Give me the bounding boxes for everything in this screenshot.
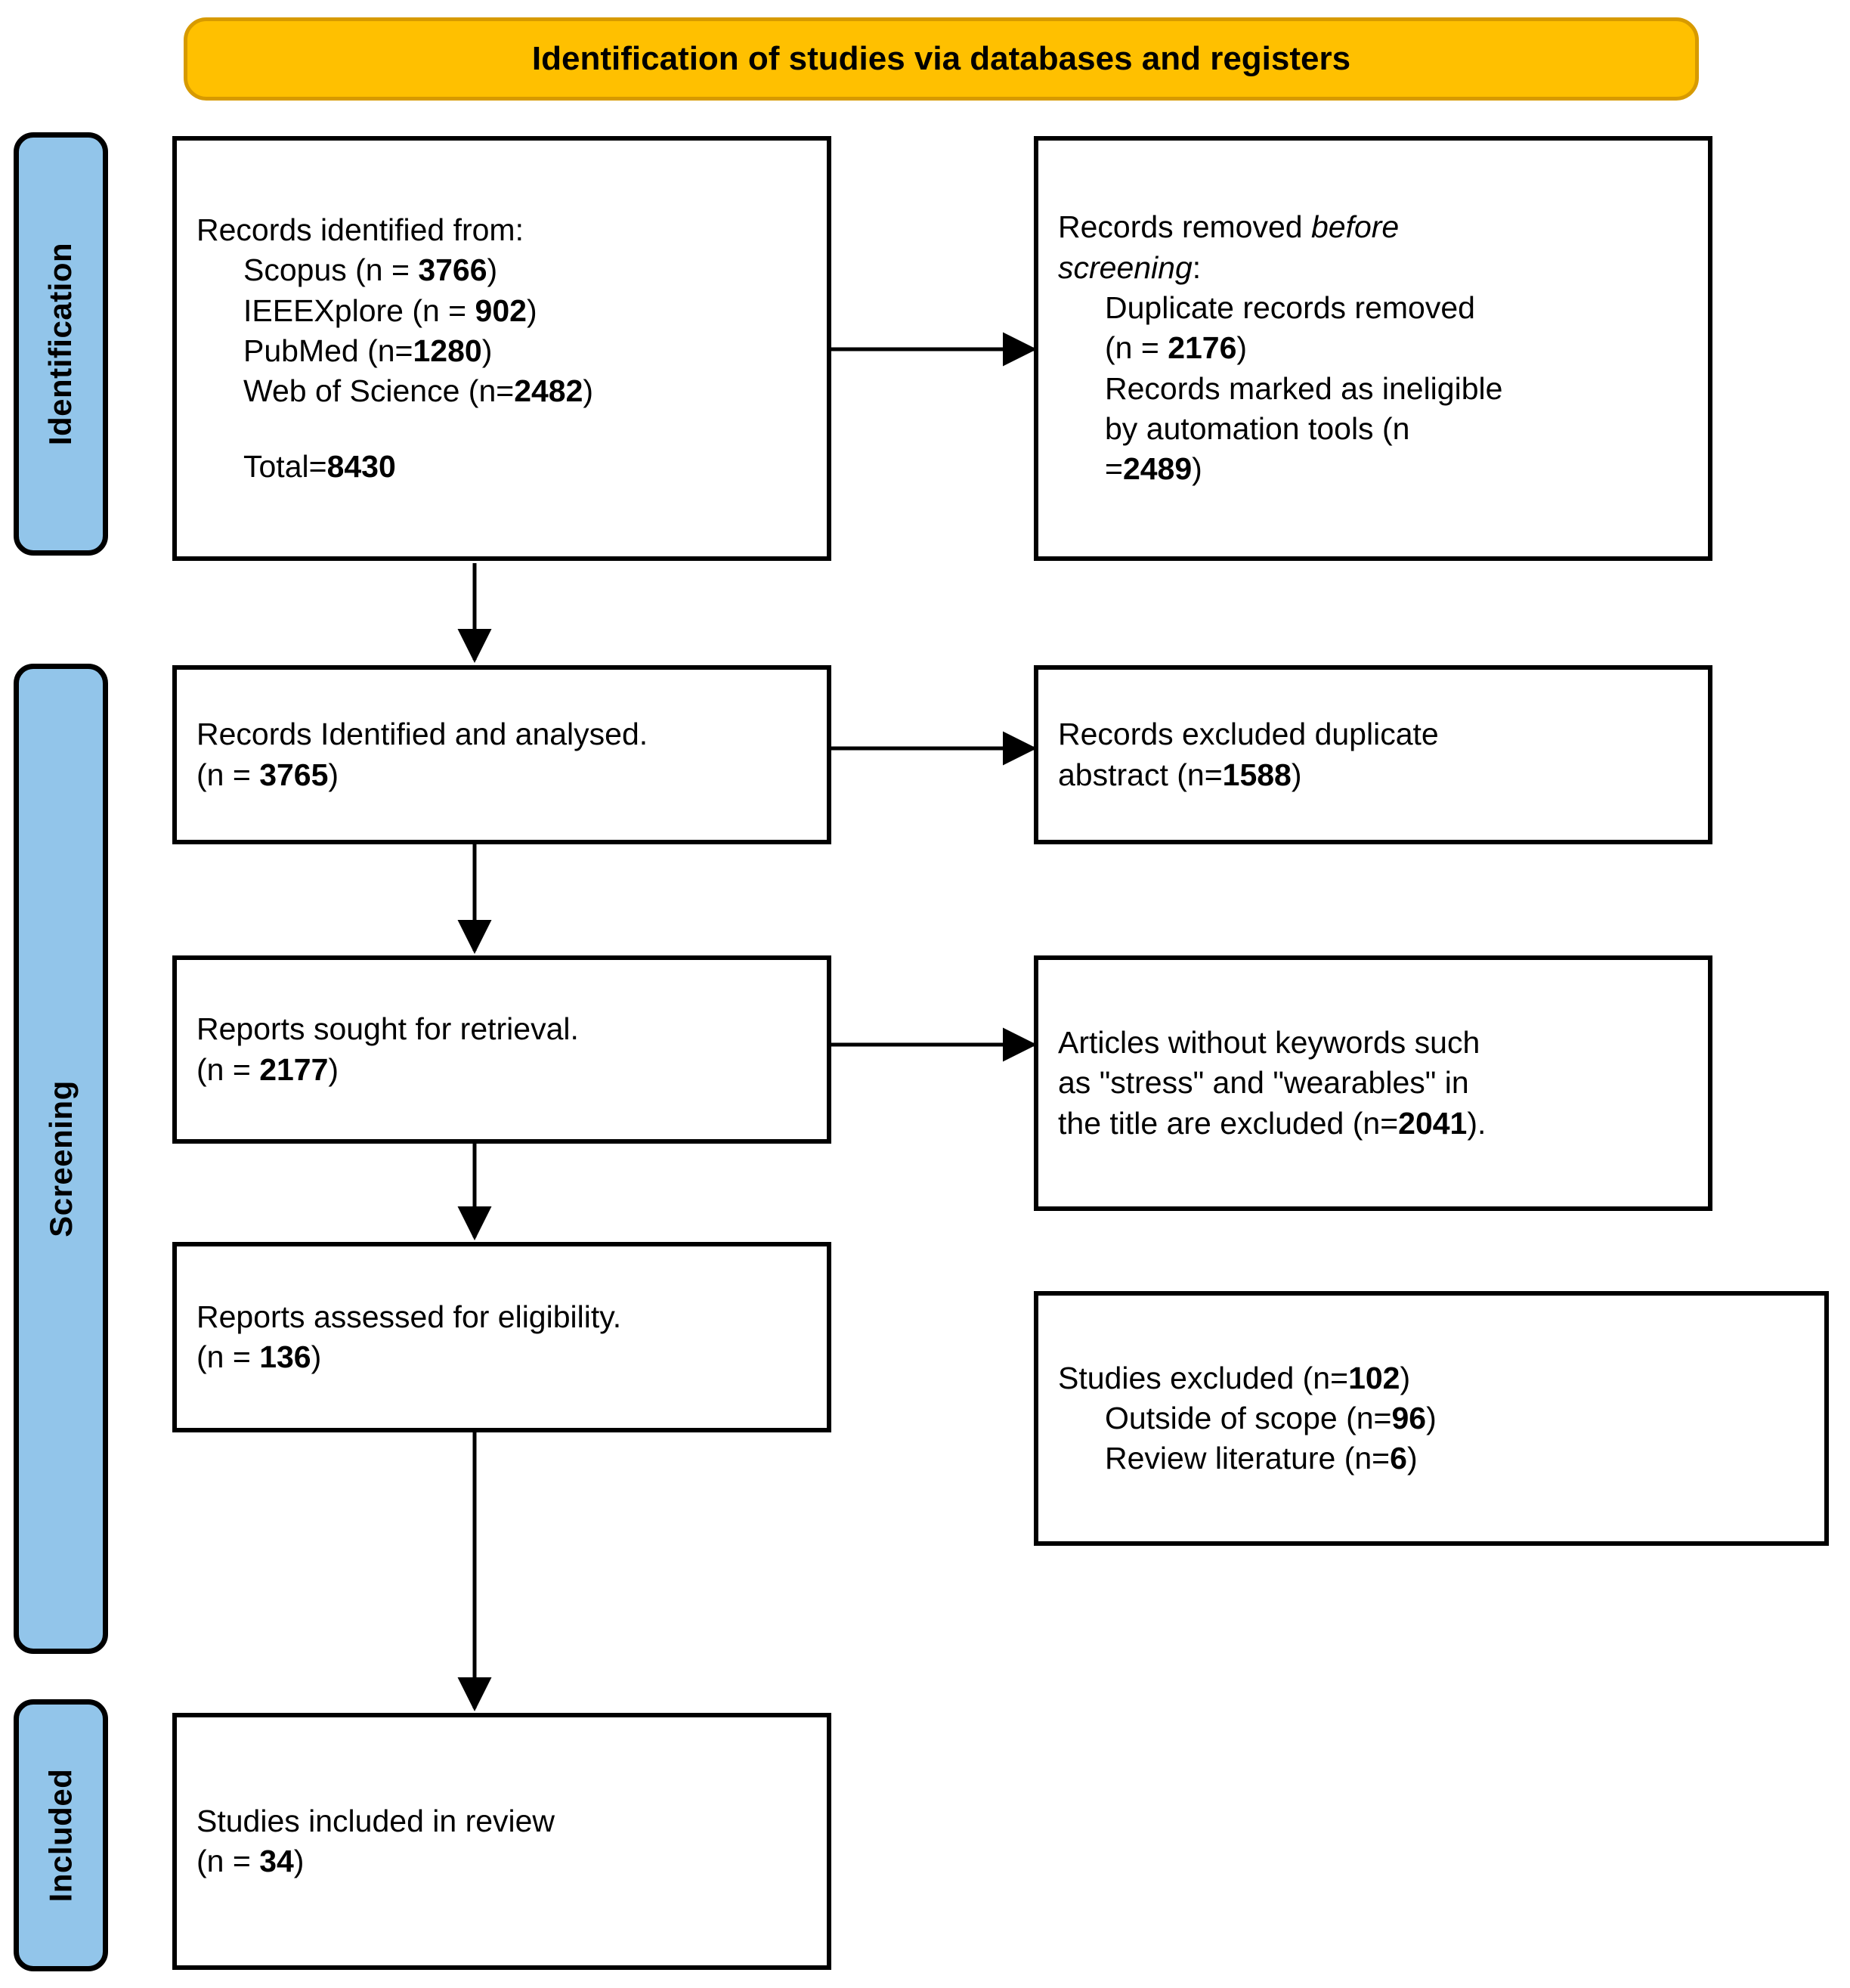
stage-band-included: Included [14, 1699, 108, 1971]
flow-line: Records marked as ineligible [1105, 370, 1503, 406]
header-banner: Identification of studies via databases … [184, 17, 1699, 101]
flow-line: Reports sought for retrieval. [196, 1011, 579, 1047]
count-value: 2489 [1122, 451, 1193, 487]
count-value: 902 [475, 293, 527, 328]
records-identified-box: Records identified from: Scopus (n = 3766… [172, 136, 831, 561]
flow-line: Records Identified and analysed. [196, 717, 648, 752]
flow-line: Scopus (n = 3766) [243, 252, 498, 288]
flow-line: (n = 2176) [1105, 330, 1248, 366]
stage-band-screening: Screening [14, 664, 108, 1654]
count-value: 2482 [514, 373, 583, 409]
studies-included-in-review-box: Studies included in review (n = 34) [172, 1713, 831, 1970]
flow-line: Articles without keywords such [1058, 1025, 1480, 1061]
flow-line: (n = 34) [196, 1844, 305, 1878]
stage-band-identification: Identification [14, 132, 108, 556]
flow-line: =2489) [1105, 451, 1202, 487]
count-value: 34 [259, 1844, 294, 1878]
flow-line: IEEEXplore (n = 902) [243, 293, 537, 328]
flow-line: Records removed before [1058, 209, 1400, 245]
count-value: 102 [1348, 1360, 1400, 1395]
articles-without-keywords-excluded-box: Articles without keywords such as "stress… [1034, 955, 1712, 1211]
flow-line: Records identified from: [196, 212, 524, 248]
flow-line: (n = 2177) [196, 1051, 339, 1087]
count-value: 136 [259, 1339, 311, 1374]
flow-line: Records excluded duplicate [1058, 717, 1439, 752]
flow-line: Reports assessed for eligibility. [196, 1299, 622, 1334]
stage-label-identification: Identification [42, 242, 79, 446]
flow-line: Review literature (n=6) [1105, 1441, 1418, 1476]
flow-line: Total=8430 [243, 448, 396, 484]
stage-label-included: Included [42, 1768, 79, 1903]
count-value: 2177 [259, 1051, 329, 1087]
count-value: 8430 [326, 448, 396, 484]
flow-line: Outside of scope (n=96) [1105, 1400, 1437, 1435]
count-value: 2176 [1168, 330, 1237, 366]
flow-line: as "stress" and "wearables" in [1058, 1065, 1469, 1101]
count-value: 96 [1391, 1400, 1427, 1435]
flow-line: Web of Science (n=2482) [243, 373, 594, 409]
emphasis-text: before [1310, 209, 1400, 245]
count-value: 3766 [418, 252, 487, 288]
studies-excluded-box: Studies excluded (n=102) Outside of scope… [1034, 1291, 1829, 1546]
flow-line: Duplicate records removed [1105, 290, 1475, 326]
emphasis-text: screening [1058, 249, 1193, 285]
count-value: 1588 [1222, 757, 1292, 792]
flow-line: Studies excluded (n=102) [1058, 1360, 1411, 1395]
flow-line: by automation tools (n [1105, 410, 1410, 446]
count-value: 2041 [1398, 1105, 1468, 1141]
flow-line [196, 412, 807, 447]
reports-assessed-for-eligibility-box: Reports assessed for eligibility. (n = 13… [172, 1242, 831, 1432]
count-value: 1280 [413, 333, 482, 368]
flow-line: (n = 3765) [196, 757, 339, 792]
records-removed-before-screening-box: Records removed before screening: Duplicat… [1034, 136, 1712, 561]
records-excluded-duplicate-abstract-box: Records excluded duplicate abstract (n=15… [1034, 665, 1712, 844]
flow-line: Studies included in review [196, 1803, 555, 1838]
banner-title: Identification of studies via databases … [531, 40, 1351, 77]
count-value: 6 [1390, 1441, 1407, 1476]
count-value: 3765 [259, 757, 329, 792]
reports-sought-for-retrieval-box: Reports sought for retrieval. (n = 2177) [172, 955, 831, 1144]
stage-label-screening: Screening [42, 1080, 79, 1237]
flow-line: screening: [1058, 249, 1202, 285]
flow-line: (n = 136) [196, 1339, 322, 1374]
flow-line: abstract (n=1588) [1058, 757, 1302, 792]
records-identified-and-analysed-box: Records Identified and analysed. (n = 376… [172, 665, 831, 844]
flow-line: PubMed (n=1280) [243, 333, 493, 368]
flow-line: the title are excluded (n=2041). [1058, 1105, 1486, 1141]
